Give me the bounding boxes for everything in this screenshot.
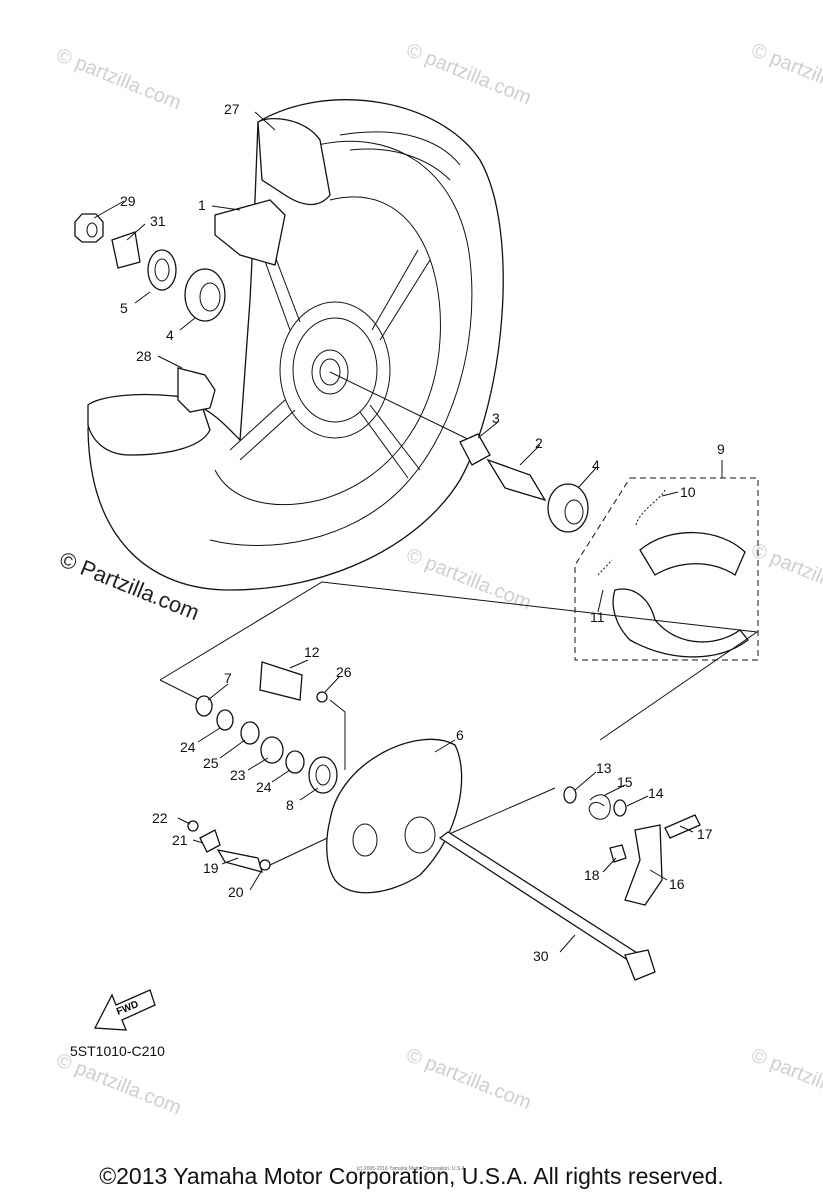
callout-28: 28 bbox=[136, 348, 152, 364]
callout-26: 26 bbox=[336, 664, 352, 680]
callout-22: 22 bbox=[152, 810, 168, 826]
speedo-parts bbox=[187, 820, 271, 873]
callout-1: 1 bbox=[198, 197, 206, 213]
callout-19: 19 bbox=[203, 860, 219, 876]
brake-panel-icon bbox=[326, 738, 463, 894]
watermark-tile: © partzilla.com bbox=[748, 1044, 823, 1114]
brake-panel-parts bbox=[195, 661, 463, 894]
callout-7: 7 bbox=[224, 670, 232, 686]
callout-11: 11 bbox=[590, 609, 605, 625]
callouts: 27 1 29 31 5 4 28 3 2 4 9 10 11 12 26 7 … bbox=[120, 101, 725, 964]
washer-icon bbox=[285, 750, 305, 774]
seal-icon bbox=[308, 756, 338, 794]
collar-icon bbox=[459, 433, 491, 466]
washer-icon bbox=[216, 709, 234, 731]
callout-21: 21 bbox=[172, 832, 188, 848]
fwd-arrow: FWD bbox=[93, 989, 156, 1031]
callout-3: 3 bbox=[492, 410, 500, 426]
callout-13: 13 bbox=[596, 760, 612, 776]
watermark-tile: © partzilla.com bbox=[403, 39, 534, 109]
callout-25: 25 bbox=[203, 755, 219, 771]
camshaft-icon bbox=[259, 661, 303, 701]
bearing-icon bbox=[184, 268, 226, 322]
washer-icon bbox=[259, 859, 271, 871]
watermark-tile: © partzilla.com bbox=[403, 1044, 534, 1114]
callout-9: 9 bbox=[717, 441, 725, 457]
spacer-icon bbox=[486, 458, 547, 502]
callout-4-left: 4 bbox=[166, 327, 174, 343]
collar-icon bbox=[111, 231, 141, 269]
brake-shoe-icon bbox=[639, 531, 746, 576]
nut-icon bbox=[609, 844, 627, 863]
circlip-icon bbox=[195, 695, 213, 717]
callout-29: 29 bbox=[120, 193, 136, 209]
callout-20: 20 bbox=[228, 884, 244, 900]
callout-30: 30 bbox=[533, 948, 549, 964]
fwd-arrow-icon bbox=[93, 989, 156, 1031]
copyright-small: (c) 2005-2016 Yamaha Motor Corporation, … bbox=[356, 1166, 467, 1172]
callout-23: 23 bbox=[230, 767, 246, 783]
circlip-icon bbox=[240, 721, 260, 745]
leader-lines bbox=[93, 111, 694, 953]
callout-6: 6 bbox=[456, 727, 464, 743]
brake-arm-icon bbox=[624, 824, 663, 906]
seal-icon bbox=[147, 249, 177, 291]
axle-head-icon bbox=[624, 949, 656, 981]
left-axle-parts bbox=[74, 213, 226, 413]
watermark-tile: © partzilla.com bbox=[53, 1049, 184, 1119]
center-axle-parts bbox=[459, 433, 589, 533]
watermark-tile: © partzilla.com bbox=[53, 44, 184, 114]
diagram-code: 5ST1010-C210 bbox=[70, 1043, 165, 1059]
callout-27: 27 bbox=[224, 101, 240, 117]
brake-shoe-set bbox=[574, 460, 759, 661]
assembly-lines bbox=[159, 581, 759, 866]
bolt-icon bbox=[664, 814, 701, 839]
hex-nut-icon bbox=[74, 213, 104, 243]
callout-24-a: 24 bbox=[180, 739, 196, 755]
gear-shaft-icon bbox=[216, 849, 263, 873]
tire-and-wheel bbox=[87, 99, 504, 591]
plate-icon bbox=[613, 799, 627, 817]
watermark-tile: © partzilla.com bbox=[748, 539, 823, 609]
brake-shoe-icon bbox=[612, 588, 749, 658]
spring-icon bbox=[588, 794, 611, 820]
o-ring-icon bbox=[316, 691, 328, 703]
gear-icon bbox=[260, 736, 284, 764]
copyright: ©2013 Yamaha Motor Corporation, U.S.A. A… bbox=[99, 1163, 724, 1189]
callout-12: 12 bbox=[304, 644, 320, 660]
cable-guide-icon bbox=[177, 367, 216, 413]
washer-icon bbox=[187, 820, 199, 832]
bushing-icon bbox=[199, 829, 221, 853]
callout-2: 2 bbox=[535, 435, 543, 451]
callout-4-center: 4 bbox=[592, 457, 600, 473]
bearing-icon bbox=[547, 483, 589, 533]
callout-18: 18 bbox=[584, 867, 600, 883]
axle bbox=[438, 831, 656, 981]
callout-8: 8 bbox=[286, 797, 294, 813]
watermark-tile: © partzilla.com bbox=[748, 39, 823, 109]
callout-10: 10 bbox=[680, 484, 696, 500]
callout-17: 17 bbox=[697, 826, 713, 842]
callout-16: 16 bbox=[669, 876, 685, 892]
callout-14: 14 bbox=[648, 785, 664, 801]
brake-arm-parts bbox=[563, 786, 701, 906]
washer-icon bbox=[563, 786, 577, 804]
callout-24-b: 24 bbox=[256, 779, 272, 795]
callout-5: 5 bbox=[120, 300, 128, 316]
callout-15: 15 bbox=[617, 774, 633, 790]
callout-31: 31 bbox=[150, 213, 166, 229]
